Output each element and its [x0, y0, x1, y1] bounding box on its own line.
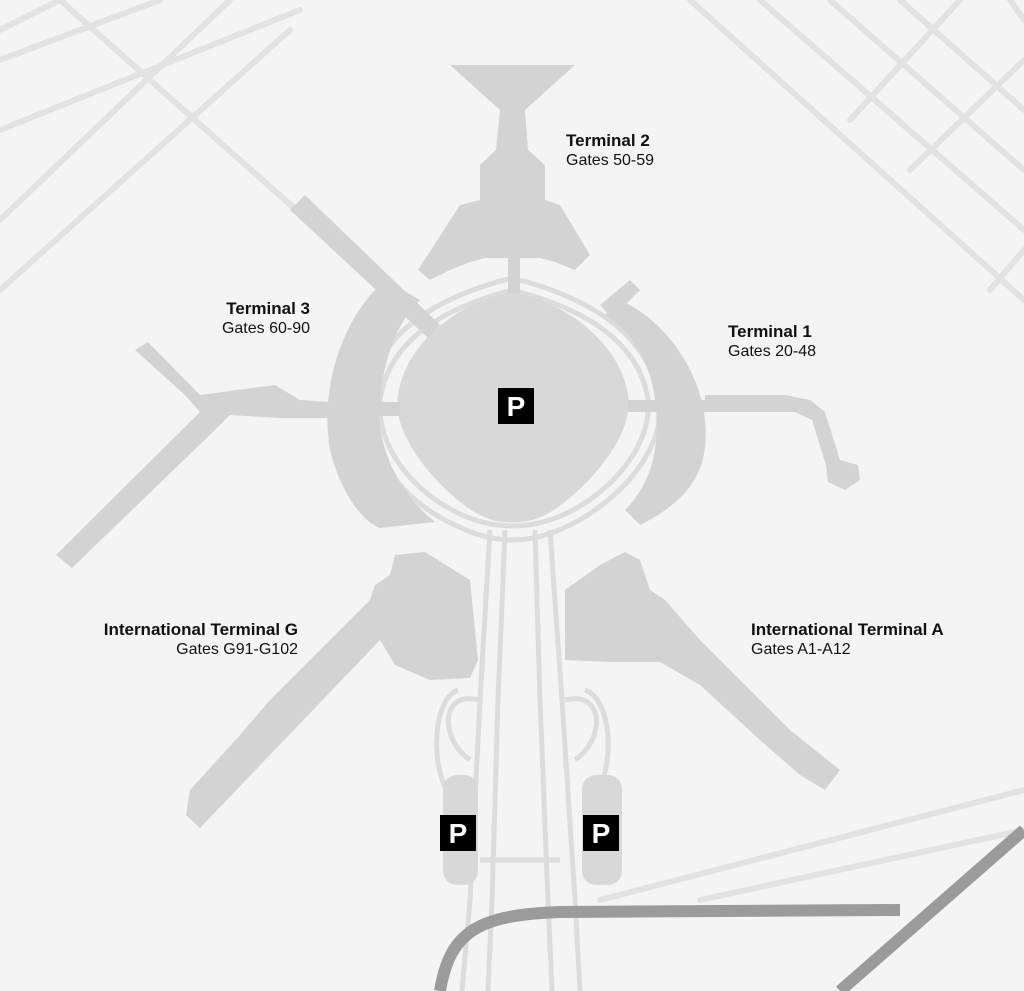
- parking-icon-east[interactable]: P: [583, 815, 619, 851]
- terminal-3-concourse: [327, 280, 435, 528]
- parking-icon-west[interactable]: P: [440, 815, 476, 851]
- terminal-gates: Gates G91-G102: [176, 641, 298, 659]
- parking-icon-central[interactable]: P: [498, 388, 534, 424]
- terminal-1-concourse: [605, 300, 706, 525]
- terminal-1-link: [600, 280, 640, 318]
- terminal-2-label: Terminal 2 Gates 50-59: [566, 130, 654, 171]
- international-terminal-a-building: [565, 552, 840, 790]
- terminal-name: International Terminal G: [103, 620, 298, 639]
- terminal-1-pier-east: [705, 395, 860, 490]
- international-terminal-a-label: International Terminal A Gates A1-A12: [751, 619, 944, 660]
- rail-line: [434, 825, 1024, 991]
- terminal-name: Terminal 3: [226, 299, 310, 318]
- terminal-name: Terminal 2: [566, 131, 650, 150]
- terminal-3-pier-west: [56, 342, 330, 568]
- terminal-gates: Gates A1-A12: [751, 641, 851, 659]
- terminal-gates: Gates 60-90: [221, 320, 310, 338]
- international-terminal-g-building: [186, 552, 478, 828]
- terminal-3-label: Terminal 3 Gates 60-90: [170, 298, 310, 339]
- terminal-2-building: [418, 65, 590, 280]
- terminal-2-connector: [508, 258, 520, 293]
- terminal-3-pier-north: [290, 195, 440, 338]
- terminal-name: Terminal 1: [728, 322, 812, 341]
- terminal-3-connector: [330, 402, 400, 416]
- terminal-gates: Gates 50-59: [566, 152, 655, 170]
- terminal-1-label: Terminal 1 Gates 20-48: [728, 321, 816, 362]
- background-roads: [0, 0, 1024, 903]
- international-terminal-g-label: International Terminal G Gates G91-G102: [40, 619, 298, 660]
- terminal-gates: Gates 20-48: [728, 343, 817, 361]
- terminal-name: International Terminal A: [751, 620, 944, 639]
- terminal-1-connector: [628, 400, 708, 412]
